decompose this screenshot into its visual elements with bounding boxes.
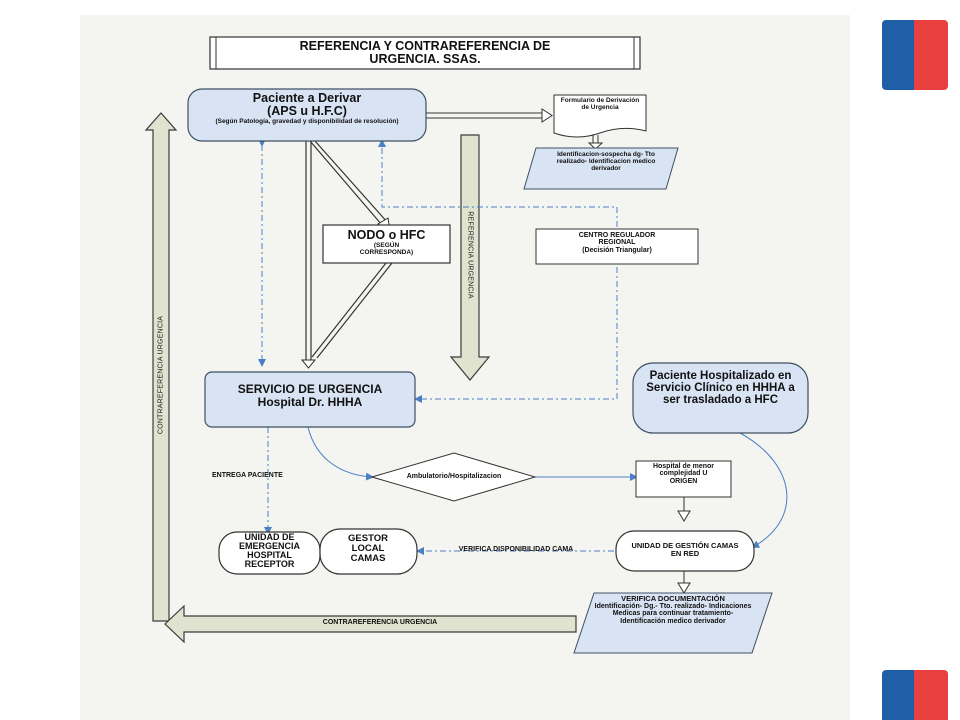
- counter-reference-vertical-label: CONTRAREFERENCIA URGENCIA: [157, 315, 165, 435]
- title-text: REFERENCIA Y CONTRAREFERENCIA DE URGENCI…: [299, 39, 551, 67]
- delivery-label: ENTREGA PACIENTE: [212, 472, 283, 479]
- form-node: Formulario de Derivación de Urgencia: [560, 97, 640, 111]
- bed-unit-node-shape: [615, 530, 755, 572]
- regulator-node-shape: [535, 228, 699, 265]
- bed-management-unit-node: UNIDAD DE GESTIÓN CAMAS EN RED: [631, 541, 739, 558]
- reference-vertical-arrow: [449, 134, 491, 381]
- flowchart-shapes: [144, 36, 809, 654]
- identification-node: Identificacion-sospecha dg- Tto realizad…: [556, 151, 656, 172]
- emergency-service-node: SERVICIO DE URGENCIA Hospital Dr. HHHA: [237, 382, 383, 409]
- bed-unit-to-verify-docs-arrow: [677, 571, 691, 594]
- hospitalized-node-shape: [632, 362, 809, 434]
- verify-docs-node: VERIFICA DOCUMENTACIÓN Identificación- D…: [594, 594, 752, 625]
- dashed-link-regulator-patient: [378, 139, 618, 227]
- left-sidebar: [0, 0, 80, 720]
- lower-hospital-to-bed-unit-arrow: [677, 497, 691, 522]
- bed-manager-node: GESTOR LOCAL CAMAS: [348, 533, 388, 564]
- counter-reference-bottom-label: CONTRAREFERENCIA URGENCIA: [322, 619, 438, 626]
- decision-node: Ambulatorio/Hospitalizacion: [406, 473, 502, 480]
- nodo-node: NODO o HFC (SEGÚN CORRESPONDA): [347, 228, 426, 256]
- nodo-node-shape: [322, 224, 451, 264]
- patient-to-form-arrow: [425, 108, 553, 123]
- form-to-identification-arrow: [587, 135, 604, 150]
- patient-node: Paciente a Derivar (APS u H.F.C) (Según …: [215, 91, 399, 126]
- emergency-service-node-shape: [204, 371, 416, 428]
- identification-node-shape: [523, 147, 679, 190]
- regulator-node: CENTRO REGULADOR REGIONAL (Decisión Tria…: [578, 232, 656, 254]
- bed-manager-node-shape: [319, 528, 418, 575]
- form-node-shape: [553, 94, 647, 138]
- hospitalized-patient-node: Paciente Hospitalizado en Servicio Clíni…: [646, 370, 795, 407]
- curve-emergency-to-decision: [307, 426, 374, 481]
- lower-hospital-node: Hospital de menor complejidad U ORIGEN: [652, 463, 715, 485]
- referral-flowchart: REFERENCIA Y CONTRAREFERENCIA DE URGENCI…: [80, 15, 850, 720]
- verify-beds-label: VERIFICA DISPONIBILIDAD CAMA: [458, 546, 574, 553]
- reference-vertical-label: REFERENCIA URGENCIA: [466, 211, 474, 299]
- title-box: [209, 36, 641, 70]
- emergency-unit-node: UNIDAD DE EMERGENCIA HOSPITAL RECEPTOR: [238, 532, 300, 569]
- patient-to-nodo-arrow: [309, 140, 391, 232]
- patient-node-shape: [187, 88, 427, 142]
- curve-hospitalized-to-bed-unit: [739, 432, 788, 548]
- counter-reference-vertical-arrow: [144, 112, 178, 622]
- lower-hospital-node-shape: [635, 460, 732, 498]
- dashed-link-regulator-emergency: [414, 267, 618, 403]
- counter-reference-bottom-arrow: [164, 604, 577, 644]
- chile-flag-logo-bottom: [882, 670, 948, 720]
- chile-flag-logo-top: [882, 20, 948, 90]
- nodo-to-emergency-arrow: [311, 262, 393, 359]
- verify-docs-node-shape: [573, 592, 773, 654]
- patient-to-emergency-arrow: [300, 141, 317, 369]
- decision-node-shape: [370, 452, 537, 502]
